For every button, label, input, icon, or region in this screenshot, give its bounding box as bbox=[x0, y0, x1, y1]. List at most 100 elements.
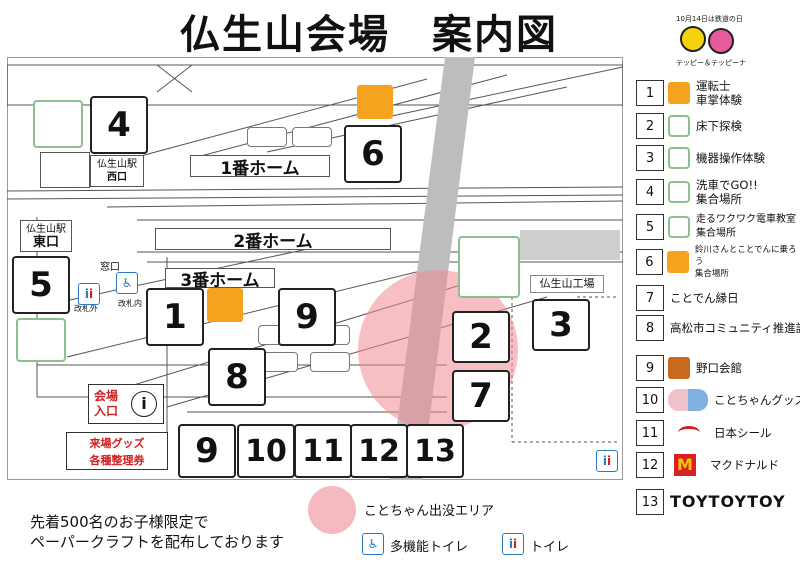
legend-item-7: 7 ことでん縁日 bbox=[636, 283, 739, 313]
bottom-note-line1: 先着500名のお子様限定で bbox=[30, 513, 209, 531]
seal-logo-icon bbox=[678, 426, 700, 440]
legend-text: 機器操作体験 bbox=[696, 151, 765, 165]
legend-text: 洗車でGO!! 集合場所 bbox=[696, 178, 758, 206]
legend-num: 10 bbox=[636, 387, 664, 413]
platform-2: 2番ホーム bbox=[155, 228, 391, 252]
entry-line2: 入口 bbox=[93, 404, 118, 418]
spot-11-box: 11 bbox=[294, 424, 352, 478]
spot-2-box: 2 bbox=[452, 311, 510, 363]
page-title: 仏生山会場 案内図 bbox=[180, 12, 558, 58]
spot-3-box: 3 bbox=[532, 299, 590, 351]
tunnel-icon bbox=[16, 318, 66, 362]
mcdonalds-icon: M bbox=[674, 454, 696, 476]
kotochan-area-swatch bbox=[308, 486, 356, 534]
logo-icon bbox=[668, 357, 690, 379]
legend-num: 5 bbox=[636, 214, 664, 240]
tunnel-icon bbox=[33, 100, 83, 148]
legend-text: TOYTOYTOY bbox=[670, 492, 786, 511]
platform-3: 3番ホーム bbox=[165, 268, 275, 291]
factory-building bbox=[520, 230, 620, 260]
venue-entrance: 会場 入口 i bbox=[88, 384, 164, 424]
legend-item-4: 4 洗車でGO!! 集合場所 bbox=[636, 175, 758, 209]
legend-item-1: 1 運転士 車掌体験 bbox=[636, 75, 742, 111]
west-exit-line1: 仏生山駅 bbox=[97, 159, 137, 170]
legend-text: 運転士 車掌体験 bbox=[696, 79, 742, 107]
legend-item-11: 11 日本シール bbox=[636, 418, 772, 448]
legend-text: ことでん縁日 bbox=[670, 291, 739, 305]
window-label: 窓口 bbox=[100, 262, 120, 273]
gate-outside-label: 改札外 bbox=[74, 304, 98, 313]
tunnel-icon bbox=[668, 181, 690, 203]
car-rect bbox=[292, 127, 332, 147]
mascot-icon bbox=[668, 389, 708, 411]
legend-num: 4 bbox=[636, 179, 664, 205]
spot-5-box: 5 bbox=[12, 256, 70, 314]
conductor-icon bbox=[668, 82, 690, 104]
entry-line1: 会場 bbox=[93, 389, 118, 403]
bottom-note-line2: ペーパークラフトを配布しております bbox=[30, 533, 284, 551]
toilet-label: トイレ bbox=[530, 540, 570, 555]
legend-item-6: 6 鈴川さんとことでんに乗ろう 集合場所 bbox=[636, 245, 800, 279]
mascot-names: テッピー＆テッピーナ bbox=[676, 59, 746, 67]
factory-label: 仏生山工場 bbox=[530, 275, 604, 293]
tunnel-icon bbox=[458, 236, 520, 298]
spot-4-box: 4 bbox=[90, 96, 148, 154]
legend-num: 8 bbox=[636, 315, 664, 341]
conductor-icon bbox=[207, 288, 243, 322]
legend-text: マクドナルド bbox=[710, 458, 779, 472]
bottom-note: 先着500名のお子様限定で ペーパークラフトを配布しております bbox=[30, 512, 284, 552]
spot-13-box: 13 bbox=[406, 424, 464, 478]
car-rect bbox=[310, 352, 350, 372]
west-building bbox=[40, 152, 90, 188]
legend-num: 7 bbox=[636, 285, 664, 311]
spot-9-box: 9 bbox=[278, 288, 336, 346]
tunnel-icon bbox=[668, 216, 690, 238]
conductor-icon bbox=[357, 85, 393, 119]
legend-num: 6 bbox=[636, 249, 663, 275]
legend-item-12: 12 M マクドナルド bbox=[636, 450, 779, 480]
legend-num: 11 bbox=[636, 420, 664, 446]
spot-6-box: 6 bbox=[344, 125, 402, 183]
east-exit-label: 仏生山駅 東口 bbox=[20, 220, 72, 252]
west-exit-line2: 西口 bbox=[107, 172, 127, 183]
legend-text: 日本シール bbox=[714, 426, 772, 440]
legend-num: 3 bbox=[636, 145, 664, 171]
spot-9-row-box: 9 bbox=[178, 424, 236, 478]
mascot-caption: 10月14日は鉄道の日 bbox=[676, 15, 743, 23]
legend-text: 走るワクワク電車教室 集合場所 bbox=[696, 214, 796, 239]
legend-num: 9 bbox=[636, 355, 664, 381]
legend-item-3: 3 機器操作体験 bbox=[636, 143, 765, 173]
east-exit-line1: 仏生山駅 bbox=[26, 224, 66, 235]
spot-10-box: 10 bbox=[237, 424, 295, 478]
west-exit-label: 仏生山駅 西口 bbox=[90, 155, 144, 187]
multi-toilet-icon: ♿ bbox=[116, 272, 138, 294]
legend-text: 床下探検 bbox=[696, 119, 742, 133]
legend-num: 1 bbox=[636, 80, 664, 106]
legend-text: 高松市コミュニティ推進課 bbox=[670, 321, 800, 335]
legend-num: 13 bbox=[636, 489, 664, 515]
tunnel-icon bbox=[668, 115, 690, 137]
multi-toilet-icon: ♿ bbox=[362, 533, 384, 555]
legend-num: 2 bbox=[636, 113, 664, 139]
legend-item-8: 8 高松市コミュニティ推進課 bbox=[636, 313, 800, 343]
spot-7-box: 7 bbox=[452, 370, 510, 422]
platform-1: 1番ホーム bbox=[190, 155, 330, 179]
site-map bbox=[7, 57, 623, 480]
spot-1-box: 1 bbox=[146, 288, 204, 346]
legend-item-13: 13 TOYTOYTOY bbox=[636, 487, 786, 517]
spot-12-box: 12 bbox=[350, 424, 408, 478]
mascot-teppina-icon bbox=[708, 28, 734, 54]
goods-line2: 各種整理券 bbox=[89, 454, 145, 467]
legend-text: ことちゃんグッズ bbox=[714, 393, 800, 407]
legend-text: 野口会館 bbox=[696, 361, 742, 375]
legend-item-10: 10 ことちゃんグッズ bbox=[636, 385, 800, 415]
info-icon: i bbox=[131, 391, 157, 417]
spot-8-box: 8 bbox=[208, 348, 266, 406]
multi-toilet-label: 多機能トイレ bbox=[390, 540, 469, 555]
car-rect bbox=[247, 127, 287, 147]
legend-num: 12 bbox=[636, 452, 664, 478]
legend-text: 鈴川さんとことでんに乗ろう 集合場所 bbox=[694, 245, 797, 279]
